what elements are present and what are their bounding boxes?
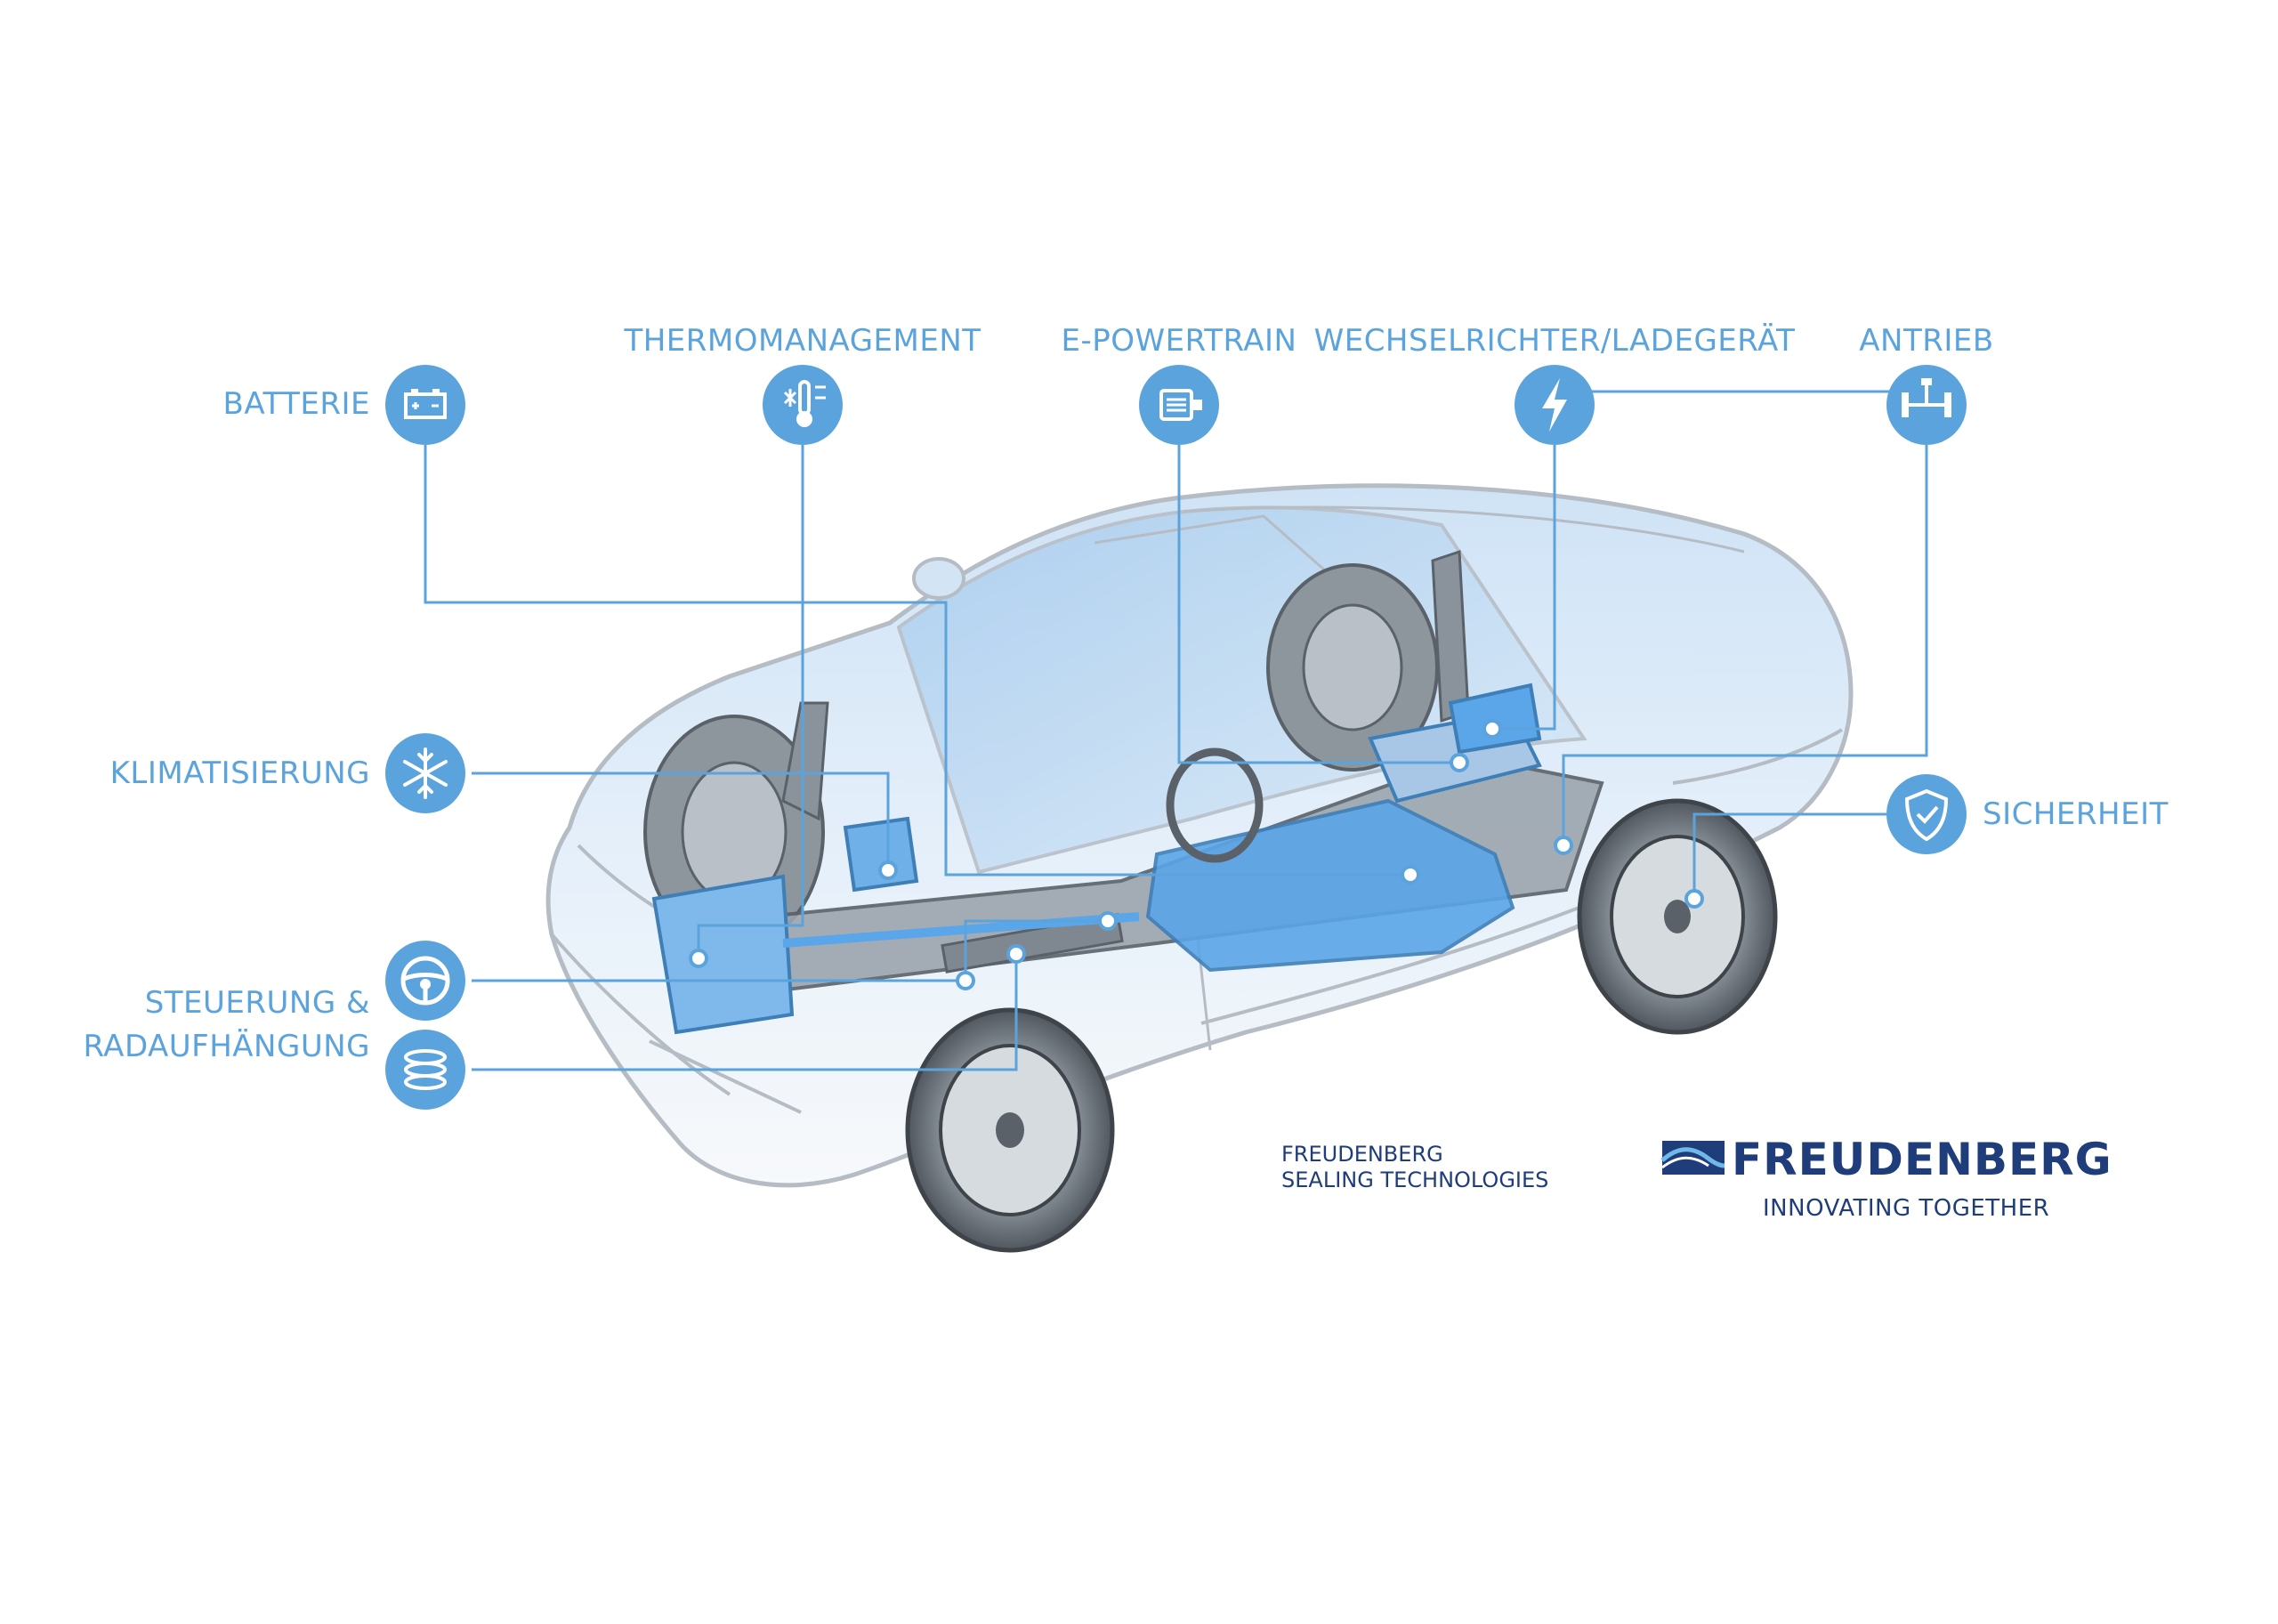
label-steuerung: STEUERUNG &	[144, 985, 370, 1021]
rear-right-wheel	[1577, 798, 1778, 1035]
label-wechselrichter: WECHSELRICHTER/LADEGERÄT	[1313, 323, 1796, 359]
label-sicherheit: SICHERHEIT	[1983, 796, 2169, 832]
electric-motor-icon	[1139, 365, 1219, 445]
lightning-bolt-icon	[1515, 365, 1595, 445]
label-antrieb: ANTRIEB	[1859, 323, 1994, 359]
division-line2: SEALING TECHNOLOGIES	[1281, 1167, 1549, 1192]
label-epowertrain: E-POWERTRAIN	[1061, 323, 1297, 359]
freudenberg-logo-mark	[1660, 1141, 1725, 1175]
snowflake-icon	[385, 733, 465, 813]
drive-axle-icon	[1886, 365, 1967, 445]
leader-lines	[424, 390, 1928, 1071]
freudenberg-logo-word: FREUDENBERG	[1732, 1134, 2112, 1185]
label-thermomanagement: THERMOMANAGEMENT	[624, 323, 981, 359]
leader-batterie	[424, 445, 1410, 877]
leader-thermomanagement	[697, 445, 804, 958]
label-batterie: BATTERIE	[222, 386, 370, 422]
connector-dots	[689, 719, 1704, 990]
shield-check-icon	[1886, 774, 1967, 854]
coil-spring-icon	[385, 1030, 465, 1110]
battery-pack	[1145, 798, 1515, 973]
leader-antrieb-down	[1562, 445, 1928, 845]
thermometer-snowflake-icon	[763, 365, 843, 445]
battery-icon	[385, 365, 465, 445]
rear-left-wheel	[1266, 563, 1439, 772]
leader-sicherheit	[1692, 812, 1886, 899]
radiator	[651, 874, 795, 1035]
inverter	[1448, 683, 1542, 755]
label-klimatisierung: KLIMATISIERUNG	[109, 755, 370, 791]
tagline: INNOVATING TOGETHER	[1763, 1195, 2050, 1222]
leader-epowertrain	[1177, 445, 1459, 764]
hvac-module	[843, 816, 919, 893]
leader-wechselrichter	[1492, 445, 1556, 731]
leader-radaufhaengung	[472, 954, 1018, 1071]
division-line1: FREUDENBERG	[1281, 1142, 1443, 1167]
leader-klimatisierung	[472, 772, 890, 870]
label-steuerung-radaufhaengung: STEUERUNG & RADAUFHÄNGUNG	[83, 982, 370, 1070]
front-right-wheel	[905, 1007, 1115, 1253]
steering-wheel-icon	[385, 941, 465, 1021]
division-name: FREUDENBERG SEALING TECHNOLOGIES	[1281, 1142, 1548, 1193]
steering-wheel	[1166, 747, 1264, 863]
label-radaufhaengung: RADAUFHÄNGUNG	[83, 1029, 370, 1065]
leader-drive	[964, 919, 1108, 981]
